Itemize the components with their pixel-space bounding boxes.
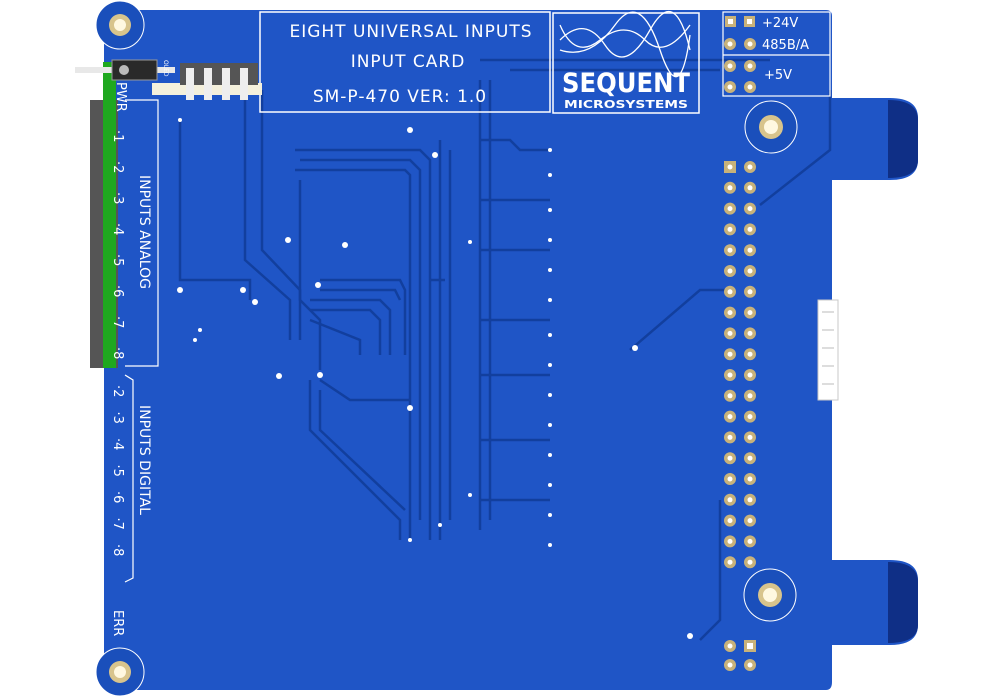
channel-number: ·1 xyxy=(110,130,125,142)
channel-number: ·4 xyxy=(110,223,125,235)
gpio-pin-hole xyxy=(747,185,753,191)
gpio-pin-hole xyxy=(727,372,733,378)
gpio-pin-hole xyxy=(727,476,733,482)
vias xyxy=(177,118,693,639)
side-connector xyxy=(817,299,839,401)
oled-label: OLED xyxy=(162,60,169,77)
title-line-1: EIGHT UNIVERSAL INPUTS xyxy=(289,22,532,42)
gpio-pin-hole xyxy=(727,351,733,357)
gpio-pin-hole xyxy=(727,164,733,170)
err-label: ERR xyxy=(110,610,125,636)
digital-title: INPUTS DIGITAL xyxy=(136,405,152,515)
gpio-pin-hole xyxy=(727,268,733,274)
gpio-pin-hole xyxy=(727,538,733,544)
logo-name: SEQUENT xyxy=(562,68,691,99)
title-line-2: INPUT CARD xyxy=(351,52,466,72)
mounting-hole-top-left xyxy=(95,0,145,50)
gpio-pin-hole xyxy=(747,497,753,503)
channel-number: ·8 xyxy=(110,544,125,556)
terminal-green-strip xyxy=(103,62,116,368)
title-line-3: SM-P-470 VER: 1.0 xyxy=(313,87,487,107)
gpio-pin-hole xyxy=(727,247,733,253)
gpio-pin-hole xyxy=(727,518,733,524)
logo-sub: MICROSYSTEMS xyxy=(564,98,688,111)
digital-numbers: ·2 ·3 ·4 ·5 ·6 ·7 ·8 xyxy=(110,385,125,556)
label-24v: +24V xyxy=(762,16,798,31)
label-5v: +5V xyxy=(764,68,792,83)
analog-title: INPUTS ANALOG xyxy=(136,175,152,289)
gpio-pin-hole xyxy=(747,351,753,357)
channel-number: ·3 xyxy=(110,412,125,424)
channel-number: ·6 xyxy=(110,285,125,297)
mounting-hole-top-right xyxy=(744,100,798,154)
channel-number: ·4 xyxy=(110,438,125,450)
channel-number: ·8 xyxy=(110,347,125,359)
gpio-pin-hole xyxy=(727,310,733,316)
gpio-pin-hole xyxy=(747,538,753,544)
gpio-pin-hole xyxy=(727,455,733,461)
gpio-header xyxy=(724,161,756,569)
channel-number: ·6 xyxy=(110,491,125,503)
channel-number: ·2 xyxy=(110,161,125,173)
power-header xyxy=(722,11,831,97)
bottom-header xyxy=(724,640,756,671)
label-485: 485B/A xyxy=(762,38,809,53)
mounting-hole-bottom-left xyxy=(95,647,145,697)
gpio-pin-hole xyxy=(727,289,733,295)
channel-number: ·2 xyxy=(110,385,125,397)
title-box xyxy=(259,11,551,113)
analog-numbers: ·1 ·2 ·3 ·4 ·5 ·6 ·7 ·8 xyxy=(110,130,125,359)
gpio-pin-hole xyxy=(747,393,753,399)
gpio-pin-hole xyxy=(747,476,753,482)
gpio-pin-hole xyxy=(747,518,753,524)
gpio-pin-hole xyxy=(727,330,733,336)
gpio-pin-hole xyxy=(747,330,753,336)
gpio-pin-hole xyxy=(727,185,733,191)
gpio-pin-hole xyxy=(747,164,753,170)
gpio-pin-hole xyxy=(727,414,733,420)
channel-number: ·5 xyxy=(110,254,125,266)
gpio-pin-hole xyxy=(747,206,753,212)
oled-header xyxy=(75,59,262,100)
gpio-pin-hole xyxy=(747,414,753,420)
gpio-pin-hole xyxy=(747,455,753,461)
gpio-pin-hole xyxy=(747,226,753,232)
gpio-pin-hole xyxy=(747,434,753,440)
gpio-pin-hole xyxy=(727,206,733,212)
digital-bracket xyxy=(124,374,134,583)
gpio-pin-hole xyxy=(747,268,753,274)
analog-bracket xyxy=(125,99,159,367)
gpio-pin-hole xyxy=(747,310,753,316)
right-tab-bottom xyxy=(888,562,918,643)
channel-number: ·3 xyxy=(110,192,125,204)
gpio-pin-hole xyxy=(727,559,733,565)
gpio-pin-hole xyxy=(727,497,733,503)
pwr-label: PWR xyxy=(113,82,128,112)
channel-number: ·7 xyxy=(110,316,125,328)
gpio-pin-hole xyxy=(747,559,753,565)
channel-number: ·5 xyxy=(110,465,125,477)
sequent-logo: SEQUENT MICROSYSTEMS xyxy=(552,10,700,114)
channel-number: ·7 xyxy=(110,518,125,530)
gpio-pin-hole xyxy=(747,372,753,378)
gpio-pin-hole xyxy=(747,289,753,295)
copper-traces xyxy=(178,58,832,641)
gpio-pin-hole xyxy=(727,226,733,232)
gpio-pin-hole xyxy=(727,434,733,440)
gpio-pin-hole xyxy=(747,247,753,253)
gpio-pin-hole xyxy=(727,393,733,399)
mounting-hole-bottom-right xyxy=(743,568,797,622)
right-tab-top xyxy=(888,100,918,178)
board-outline xyxy=(104,10,918,690)
